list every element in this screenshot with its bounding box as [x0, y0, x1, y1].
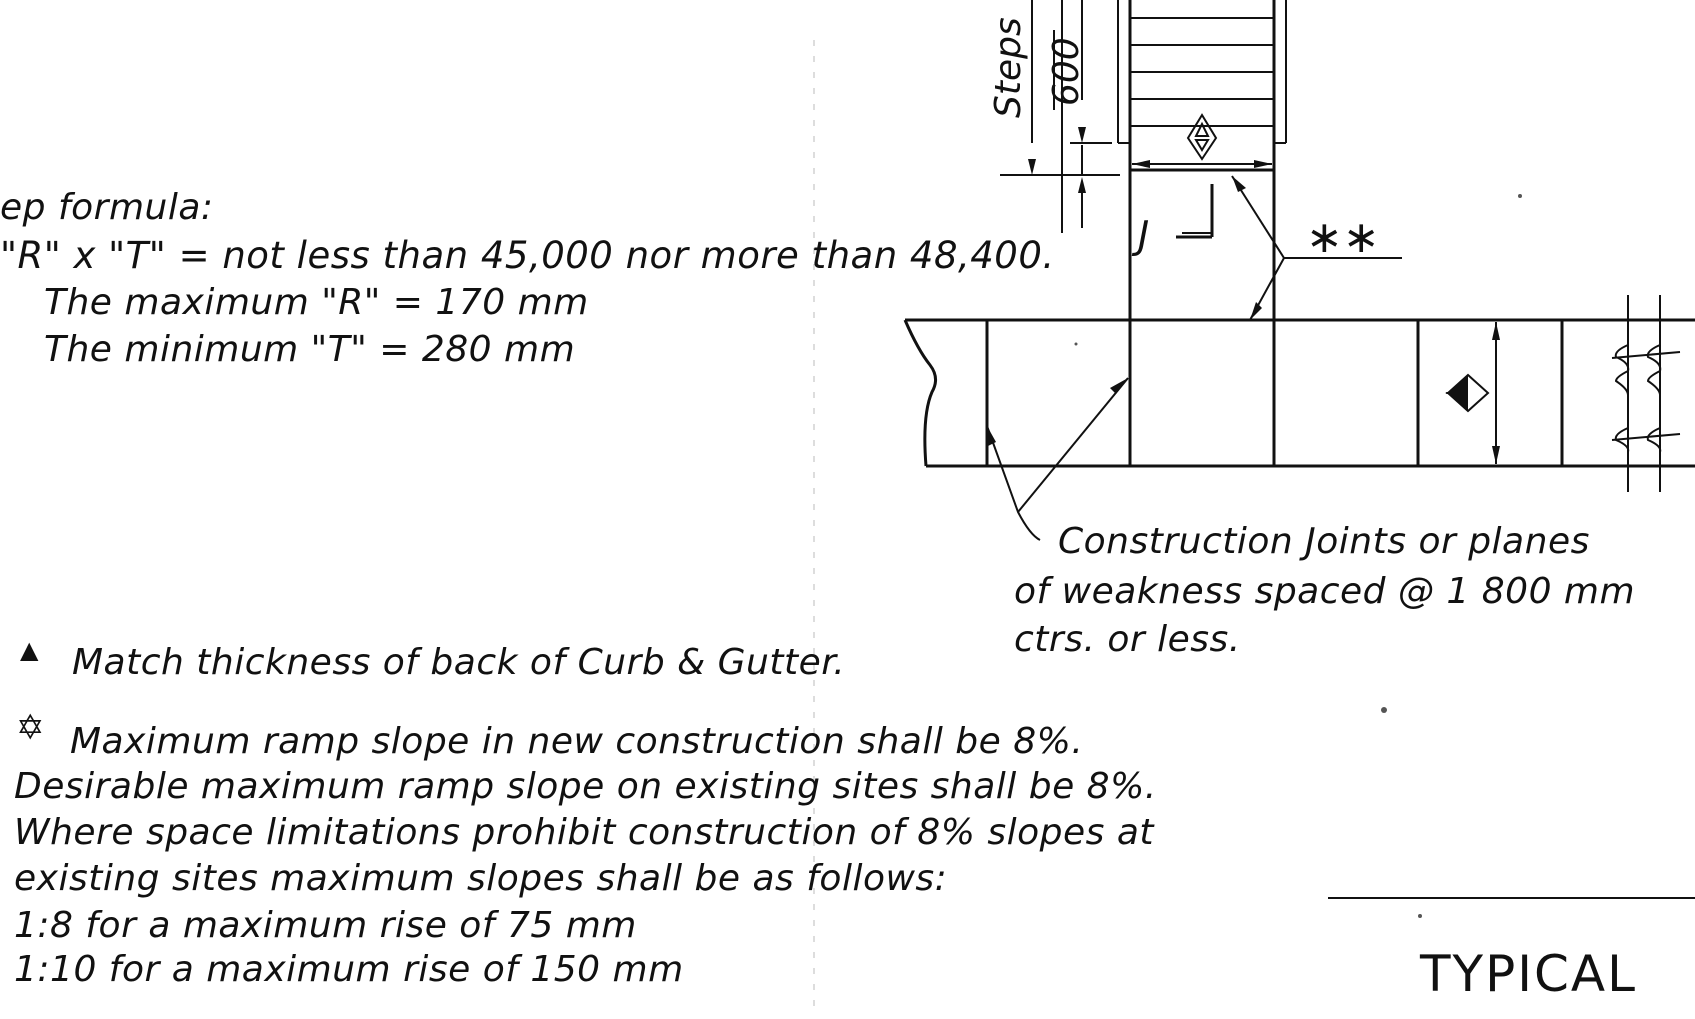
- ramp-note-line1: Maximum ramp slope in new construction s…: [70, 721, 1084, 762]
- double-star-label: ∗∗: [1306, 212, 1380, 263]
- scan-speck: [1381, 707, 1387, 713]
- ramp-note-line3: Where space limitations prohibit constru…: [14, 812, 1154, 853]
- joint-j-marker: [1176, 184, 1214, 239]
- ramp-note-line6: 1:10 for a maximum rise of 150 mm: [14, 949, 684, 990]
- step-formula-min-t: The minimum "T" = 280 mm: [44, 329, 576, 370]
- stair-width-dimension: [1132, 160, 1272, 168]
- scan-speck: [1518, 194, 1522, 198]
- curb-note-symbol-icon: ▲: [20, 636, 39, 664]
- curb-note-text: Match thickness of back of Curb & Gutter…: [72, 642, 846, 683]
- sidewalk-slab: [903, 318, 1695, 468]
- construction-joints-line1: Construction Joints or planes: [1058, 521, 1590, 562]
- construction-joint-leaders: [986, 377, 1129, 541]
- break-lines: [1611, 295, 1681, 492]
- ramp-note-line2: Desirable maximum ramp slope on existing…: [14, 766, 1157, 807]
- construction-joints-line3: ctrs. or less.: [1014, 619, 1241, 660]
- joint-j-label: J: [1131, 213, 1149, 257]
- steps-label: Steps: [988, 17, 1029, 118]
- height-600-label: 600: [1046, 37, 1087, 106]
- ramp-note-symbol-icon: ✡: [16, 708, 45, 748]
- construction-joints-line2: of weakness spaced @ 1 800 mm: [1014, 571, 1636, 612]
- title-typical: TYPICAL: [1420, 945, 1637, 1003]
- diamond-star-marker-icon: [1186, 113, 1218, 161]
- step-formula-max-r: The maximum "R" = 170 mm: [44, 282, 589, 323]
- dimension-600: [1000, 0, 1120, 233]
- step-formula-heading: ep formula:: [0, 187, 214, 228]
- scan-speck: [1418, 914, 1422, 918]
- slab-thickness-dimension: [1445, 322, 1500, 464]
- ramp-note-line5: 1:8 for a maximum rise of 75 mm: [14, 905, 637, 946]
- double-star-leader: [1231, 175, 1402, 321]
- ramp-note-line4: existing sites maximum slopes shall be a…: [14, 858, 948, 899]
- step-formula-rule: "R" x "T" = not less than 45,000 nor mor…: [0, 234, 1055, 277]
- scan-speck: [1074, 342, 1078, 346]
